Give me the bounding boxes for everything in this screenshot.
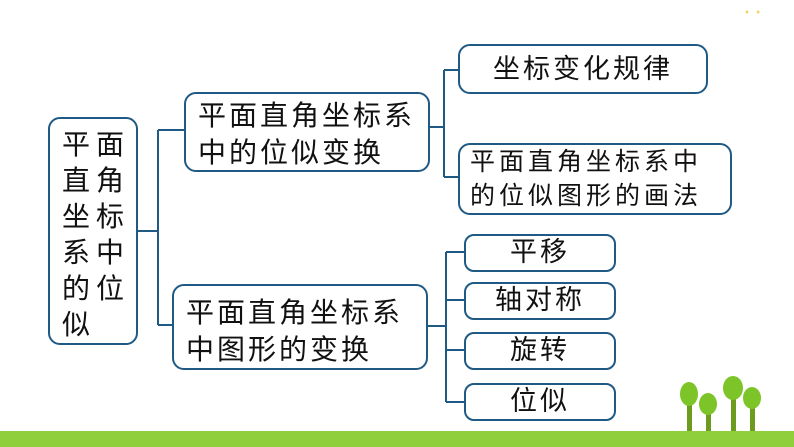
tree-icon [680,382,698,432]
root-line: 的位 [62,272,131,305]
tree-icon [743,387,761,432]
leaf-label: 位似 [510,386,570,417]
root-node: 平面 直角 坐标 系中 的位 似 [48,117,138,345]
branch-line: 平面直角坐标系 [186,296,404,329]
leaf-coordinate-rule: 坐标变化规律 [458,44,708,94]
ground-strip [0,431,794,447]
leaf-label: 旋转 [510,335,570,366]
branch-line: 中图形的变换 [186,333,373,366]
leaf-axial-symmetry: 轴对称 [464,282,616,320]
root-line: 直角 [62,164,131,197]
branch2-connector [428,251,464,403]
leaf-line: 的位似图形的画法 [470,181,703,210]
branch-homothety-transform: 平面直角坐标系 中的位似变换 [184,92,430,172]
leaf-line: 平面直角坐标系中 [470,147,703,176]
leaf-rotation: 旋转 [464,332,616,370]
leaf-label: 坐标变化规律 [493,54,673,85]
tree-icon [699,393,717,432]
branch-line: 平面直角坐标系 [198,99,416,132]
leaf-label: 平移 [510,237,570,268]
leaf-translation: 平移 [464,234,616,272]
root-line: 似 [62,308,97,341]
branch-figure-transform: 平面直角坐标系 中图形的变换 [172,284,428,370]
root-connector [138,129,184,326]
tree-icon [723,376,743,432]
root-line: 坐标 [62,200,131,233]
branch-line: 中的位似变换 [198,136,385,169]
root-line: 系中 [62,236,131,269]
branch1-connector [430,69,458,178]
leaf-homothety: 位似 [464,383,616,421]
root-line: 平面 [62,128,131,161]
decorative-dots: • • [744,8,762,19]
leaf-drawing-method: 平面直角坐标系中 的位似图形的画法 [458,143,732,215]
leaf-label: 轴对称 [495,285,585,316]
